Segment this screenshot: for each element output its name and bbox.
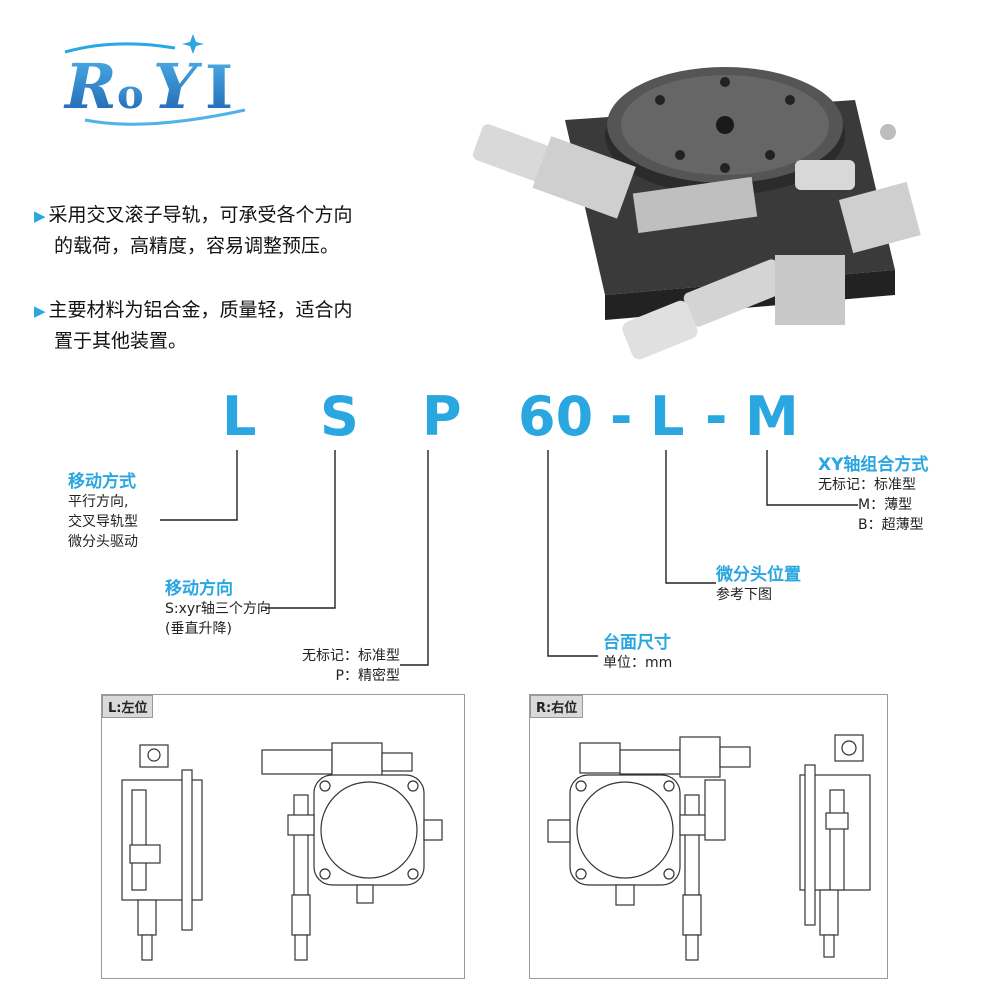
micrometer-position-title: 微分头位置 [716, 565, 801, 585]
left-position-drawing-icon [121, 742, 443, 961]
code-char-60: 60 [518, 385, 594, 448]
movement-mode-title: 移动方式 [68, 472, 136, 492]
table-size-line-1: 单位：mm [603, 655, 673, 671]
annotation-precision: 无标记：标准型 P：精密型 [270, 646, 400, 686]
movement-direction-line-2: (垂直升降) [165, 621, 232, 637]
code-char-p: P [422, 385, 462, 448]
table-size-title: 台面尺寸 [603, 633, 671, 653]
royi-logo-icon: R o Y I [63, 34, 246, 126]
bullet-1-line-2: 的载荷，高精度，容易调整预压。 [54, 235, 340, 257]
bullet-2-line-2: 置于其他装置。 [54, 330, 188, 352]
xy-combination-line-1: 无标记：标准型 [818, 477, 916, 493]
panel-left-position: L:左位 [101, 694, 465, 979]
precision-line-2: P：精密型 [335, 668, 400, 684]
annotation-movement-mode: 移动方式 平行方向, 交叉导轨型 微分头驱动 [68, 467, 138, 552]
annotation-micrometer-position: 微分头位置 参考下图 [716, 560, 801, 605]
annotation-xy-combination: XY轴组合方式 无标记：标准型 M：薄型 B：超薄型 [818, 450, 928, 535]
brand-logo: R o Y I [55, 30, 255, 130]
svg-text:R: R [63, 50, 117, 123]
micrometer-position-line-1: 参考下图 [716, 587, 772, 603]
bullet-2-line-1: 主要材料为铝合金，质量轻，适合内 [48, 299, 353, 321]
panel-left-tag: L:左位 [102, 695, 154, 718]
bullet-2: ▶主要材料为铝合金，质量轻，适合内 置于其他装置。 [34, 295, 353, 356]
right-position-drawing-icon [547, 734, 871, 961]
bullet-1-line-1: 采用交叉滚子导轨，可承受各个方向 [48, 204, 353, 226]
precision-line-1: 无标记：标准型 [302, 648, 400, 664]
triangle-bullet-icon: ▶ [34, 207, 46, 225]
panel-right-tag: R:右位 [530, 695, 584, 718]
panel-right-position: R:右位 [529, 694, 888, 979]
model-code: L S P 60 - L - M [200, 385, 820, 455]
xy-combination-line-2: M：薄型 [858, 497, 913, 513]
svg-text:I: I [205, 53, 233, 123]
movement-direction-line-1: S:xyr轴三个方向 [165, 601, 271, 617]
annotation-movement-direction: 移动方向 S:xyr轴三个方向 (垂直升降) [165, 574, 271, 639]
annotation-table-size: 台面尺寸 单位：mm [603, 628, 672, 673]
code-char-s: S [320, 385, 359, 448]
code-dash-1: - [610, 385, 633, 448]
movement-mode-line-2: 交叉导轨型 [68, 514, 138, 530]
xyr-stage-illustration-icon [472, 67, 921, 360]
product-image [455, 40, 935, 360]
code-char-l2: L [650, 385, 685, 448]
svg-text:Y: Y [153, 50, 203, 123]
bullet-1: ▶采用交叉滚子导轨，可承受各个方向 的载荷，高精度，容易调整预压。 [34, 200, 353, 261]
movement-direction-title: 移动方向 [165, 579, 233, 599]
movement-mode-line-1: 平行方向, [68, 494, 129, 510]
code-char-m: M [745, 385, 799, 448]
code-char-l: L [222, 385, 257, 448]
triangle-bullet-icon: ▶ [34, 302, 46, 320]
svg-text:o: o [117, 71, 144, 118]
xy-combination-line-3: B：超薄型 [858, 517, 924, 533]
xy-combination-title: XY轴组合方式 [818, 455, 929, 475]
movement-mode-line-3: 微分头驱动 [68, 534, 138, 550]
code-dash-2: - [705, 385, 728, 448]
